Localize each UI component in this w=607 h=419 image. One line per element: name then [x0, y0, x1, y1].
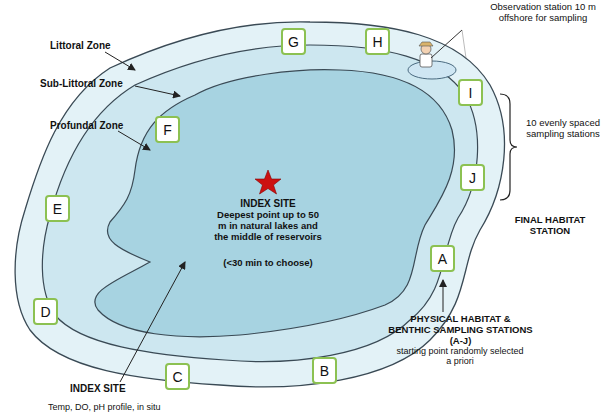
- station-letter: C: [172, 369, 182, 385]
- sampling-station: H: [365, 28, 390, 55]
- station-letter: B: [320, 363, 329, 379]
- sampling-station: I: [458, 79, 483, 106]
- station-note: starting point randomly selected a prior…: [395, 346, 525, 367]
- sampling-station: E: [45, 195, 70, 222]
- zone-label: Profundal Zone: [50, 120, 150, 132]
- bracket-note: 10 evenly spaced sampling stations: [522, 118, 604, 140]
- leader-arrow: [105, 52, 135, 70]
- site-heading: INDEX SITE: [208, 198, 328, 210]
- sampling-station: F: [155, 116, 180, 143]
- sampling-station: G: [281, 28, 306, 55]
- site-note: Temp, DO, pH profile, in situ: [48, 402, 218, 412]
- profundal-zone: [95, 70, 455, 337]
- leader-arrow: [443, 280, 444, 312]
- fisherman-boat: [408, 30, 466, 79]
- station-letter: G: [288, 34, 299, 50]
- sampling-station: B: [312, 357, 337, 384]
- station-letter: E: [53, 201, 62, 217]
- site-heading: INDEX SITE: [70, 383, 180, 395]
- leader-arrow: [118, 131, 150, 150]
- station-letter: A: [438, 251, 447, 267]
- station-letter: H: [372, 34, 382, 50]
- site-note: (<30 min to choose): [208, 258, 328, 269]
- station-letter: D: [40, 304, 50, 320]
- station-note: Observation station 10 m offshore for sa…: [488, 2, 598, 24]
- leader-arrow: [135, 86, 180, 96]
- station-letter: F: [163, 122, 172, 138]
- bracket: [500, 94, 517, 200]
- sampling-station: A: [430, 245, 455, 272]
- station-letter: J: [469, 170, 476, 186]
- station-note: PHYSICAL HABITAT & BENTHIC SAMPLING STAT…: [388, 314, 533, 347]
- zone-label: Sub-Littoral Zone: [40, 78, 150, 90]
- zone-label: Littoral Zone: [50, 40, 140, 52]
- sampling-station: D: [33, 298, 58, 325]
- station-note: FINAL HABITAT STATION: [505, 215, 595, 237]
- sampling-station: J: [460, 164, 485, 191]
- site-note: Deepest point up to 50 m in natural lake…: [213, 210, 323, 243]
- station-letter: I: [469, 85, 473, 101]
- index-star: [255, 170, 281, 194]
- sampling-station: C: [165, 363, 190, 390]
